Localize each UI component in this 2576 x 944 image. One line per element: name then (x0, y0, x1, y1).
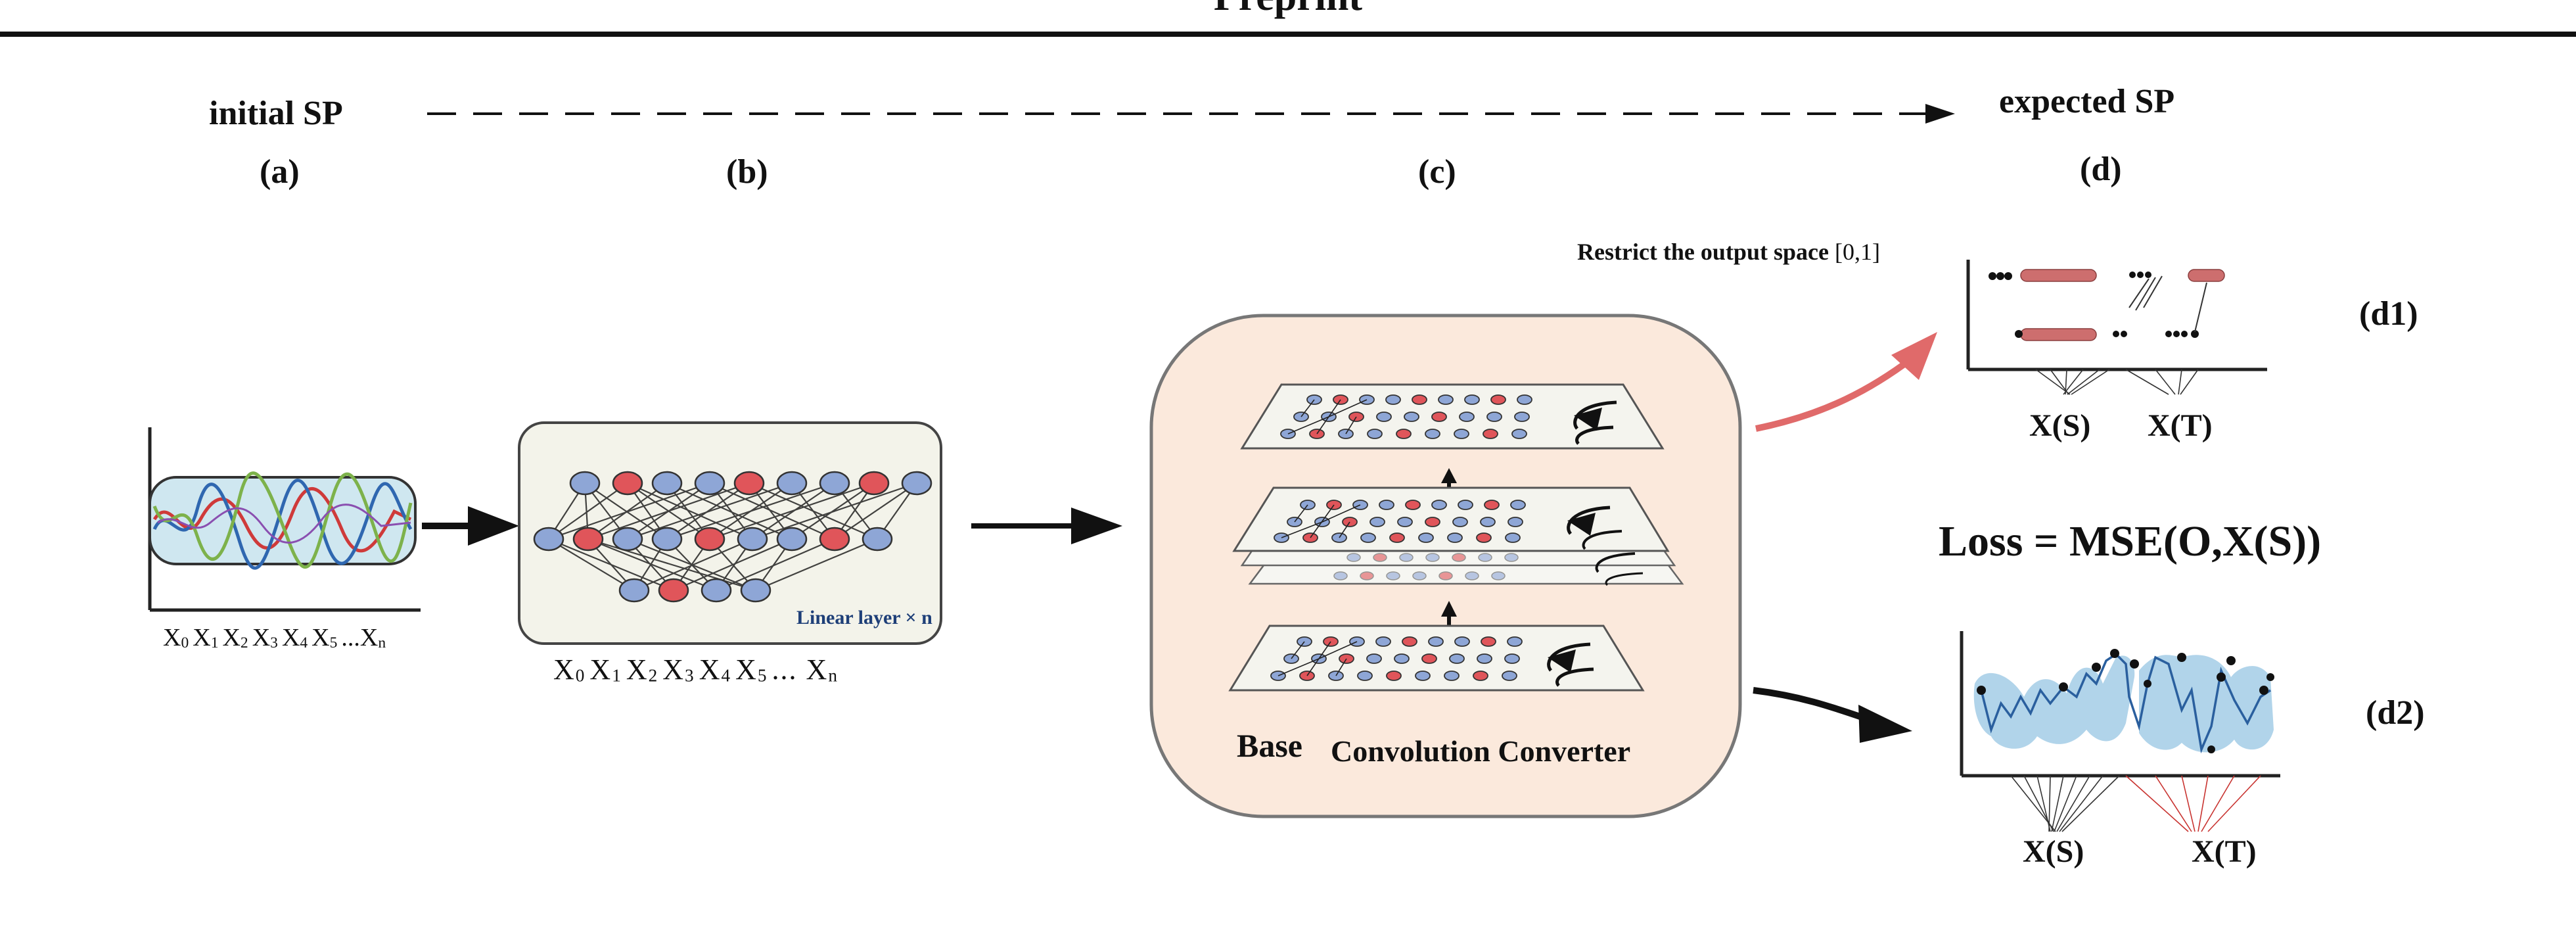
panel-a-seq-item-var: X (222, 624, 241, 651)
panel-b-seq-item-var: X (662, 653, 685, 686)
panel-a-seq-item-var: ...X (341, 624, 379, 651)
panel-b-seq-item-var: X (553, 653, 576, 686)
arrow-c-to-d1 (1755, 332, 1937, 432)
panel-a-plot (148, 427, 421, 612)
restrict-range: [0,1] (1834, 239, 1880, 265)
panel-a-seq-item: X4 (282, 624, 308, 651)
panel-b-seq-item-var: ... X (771, 653, 829, 686)
panel-b-seq-item-sub: 4 (721, 665, 732, 686)
panel-a-seq-item-sub: n (378, 634, 386, 651)
panel-a-seq-item-var: X (311, 624, 330, 651)
panel-b-seq-item-sub: n (828, 665, 839, 686)
d1-xs-label: X(S) (2029, 408, 2091, 443)
panel-a-seq-item: X0 (163, 624, 189, 651)
restrict-label: Restrict the output space (1577, 239, 1829, 265)
restrict-note: Restrict the output space [0,1] (1577, 238, 1880, 266)
panel-b-seq-item: ... Xn (772, 653, 839, 686)
panel-a-seq-item-var: X (252, 624, 271, 651)
panel-a-seq-item: ...Xn (341, 624, 386, 651)
panel-a-seq-item: X3 (252, 624, 278, 651)
arrow-b-to-c (971, 507, 1122, 544)
panel-a-seq-item-sub: 3 (270, 634, 278, 651)
panel-d2-plot (1960, 631, 2280, 832)
panel-a-seq-item-sub: 0 (181, 634, 189, 651)
linear-layer-label: Linear layer × n (796, 607, 932, 628)
panel-b-seq-item-sub: 3 (685, 665, 695, 686)
panel-b-seq-item-var: X (626, 653, 649, 686)
panel-a-seq-item-var: X (163, 624, 181, 651)
panel-b-seq-item-sub: 5 (757, 665, 768, 686)
arrow-a-to-b (422, 506, 519, 546)
panel-b-seq-item: X1 (589, 653, 622, 686)
panel-a-seq-item-sub: 4 (300, 634, 308, 651)
panel-b-seq-item-var: X (589, 653, 612, 686)
panel-a-seq-item: X1 (193, 624, 218, 651)
arrow-c-to-d2 (1753, 687, 1912, 743)
panel-a-seq-item-sub: 2 (240, 634, 248, 651)
d2-xs-label: X(S) (2023, 834, 2084, 869)
d1-xt-label: X(T) (2148, 408, 2213, 443)
converter-layer-top (1240, 383, 1665, 450)
panel-b-seq-item-var: X (735, 653, 758, 686)
panel-b-seq-item: X4 (699, 653, 731, 686)
panel-a-signals (152, 471, 413, 570)
panel-b-network (518, 421, 942, 645)
loss-formula: Loss = MSE(O,X(S)) (1939, 517, 2322, 565)
panel-b-seq-item-var: X (699, 653, 722, 686)
panel-b-seq-item: X3 (662, 653, 695, 686)
d1-label: (d1) (2359, 295, 2418, 333)
header-rule (0, 32, 2576, 37)
panel-a-seq-item-sub: 5 (329, 634, 338, 651)
panel-c-label: (c) (1418, 153, 1456, 191)
converter-layer-bottom (1228, 625, 1645, 692)
d2-label: (d2) (2366, 694, 2425, 732)
base-label: Base (1237, 727, 1302, 764)
page-header-title: Preprint (1143, 0, 1433, 20)
panel-a-seq-item-var: X (193, 624, 211, 651)
panel-a-seq-item-sub: 1 (210, 634, 219, 651)
expected-sp-label: expected SP (1999, 83, 2175, 120)
panel-a-seq-item-var: X (281, 624, 300, 651)
panel-a-seq-item: X5 (311, 624, 337, 651)
converter-label: Convolution Converter (1331, 734, 1631, 768)
initial-sp-label: initial SP (209, 95, 343, 132)
d2-xt-label: X(T) (2192, 834, 2257, 869)
panel-a-seq-item: X2 (222, 624, 248, 651)
panel-c-converter (1149, 314, 1742, 818)
panel-a-label: (a) (260, 153, 300, 191)
flow-dashed-arrow (427, 104, 1955, 124)
panel-b-seq-item: X0 (553, 653, 586, 686)
panel-d-label: (d) (2080, 151, 2122, 188)
converter-layer-stack (1232, 486, 1684, 586)
panel-b-seq-item: X5 (735, 653, 768, 686)
panel-b-seq-item: X2 (626, 653, 658, 686)
panel-b-label: (b) (726, 153, 768, 191)
panel-d1-plot (1966, 260, 2267, 395)
panel-b-seq-item-sub: 1 (612, 665, 622, 686)
panel-b-seq-item-sub: 0 (575, 665, 586, 686)
panel-b-seq-item-sub: 2 (648, 665, 659, 686)
